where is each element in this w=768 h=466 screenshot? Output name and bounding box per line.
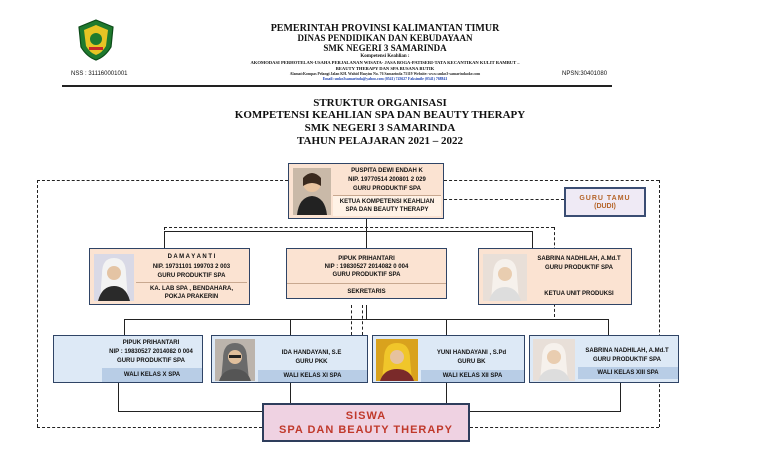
chart-title-2: KOMPETENSI KEAHLIAN SPA DAN BEAUTY THERA… [180,109,580,121]
row2-right-role: GURU PRODUKTIF SPA [529,264,629,272]
letterhead-line3: SMK NEGERI 3 SAMARINDA [170,44,600,53]
stu-left-up [118,383,119,411]
outer-dash-top-right [444,180,659,181]
row3-trunk [366,305,367,319]
head-name: PUSPITA DEWI ENDAH K [333,167,441,175]
head-trunk [366,219,367,231]
head-position-1: KETUA KOMPETENSI KEAHLIAN [333,198,441,206]
row3-box-2: IDA HANDAYANI, S.E GURU PKK WALI KELAS X… [211,335,368,383]
row3-drop-2 [290,319,291,335]
row2-left-photo [94,254,134,301]
row2-drop-left [164,231,165,248]
students-box: SISWA SPA DAN BEAUTY THERAPY [262,403,470,442]
row2-center-position-band: SEKRETARIS [287,283,446,299]
chart-title-3: SMK NEGERI 3 SAMARINDA [180,122,580,134]
outer-dash-left [37,180,38,427]
row2-left-name: D A M A Y A N T I [136,253,247,261]
row2-center-role: GURU PRODUKTIF SPA [287,271,446,279]
row2-right-photo [483,254,527,301]
row2-center-nip: NIP : 19830527 2014082 0 004 [287,263,446,271]
row3-1-nip: NIP : 19830527 2014082 0 004 [102,348,200,356]
students-line-1: SISWA [264,410,468,423]
stu-right-up [620,383,621,411]
row3-2-position: WALI KELAS XI SPA [258,370,367,382]
inner-dash-top [164,227,554,228]
row2-left-role: GURU PRODUKTIF SPA [136,272,247,280]
row2-center-box: PIPUK PRIHANTARI NIP : 19830527 2014082 … [286,248,447,299]
row3-bus [124,319,608,320]
row3-drop-1 [124,319,125,335]
guest-line-1: GURU TAMU [566,195,644,203]
students-line-2: SPA DAN BEAUTY THERAPY [264,423,468,437]
row3-1-name: PIPUK PRIHANTARI [102,339,200,347]
row3-4-photo [533,339,575,381]
row2-left-position-1: KA. LAB SPA , BENDAHARA, [136,285,247,293]
row2-center-position: SEKRETARIS [287,288,446,296]
stu-mid-l [290,383,291,403]
head-position-band: KETUA KOMPETENSI KEAHLIAN SPA DAN BEAUTY… [333,195,441,216]
guest-connector [444,199,564,200]
row3-2-name: IDA HANDAYANI, S.E [258,349,365,357]
row2-right-position: KETUA UNIT PRODUKSI [529,290,629,298]
head-nip: NIP. 19770514 200801 2 029 [333,176,441,184]
chart-title-1: STRUKTUR ORGANISASI [180,97,580,109]
row2-center-name: PIPUK PRIHANTARI [287,255,446,263]
stu-mid-r [446,383,447,403]
row2-right-box: SABRINA NADHILAH, A.Md.T GURU PRODUKTIF … [478,248,632,305]
row2-left-position-2: POKJA PRAKERIN [136,293,247,301]
row2-drop-center [366,231,367,248]
guest-line-2: (DUDI) [566,203,644,211]
province-logo [75,19,117,61]
row3-4-role: GURU PRODUKTIF SPA [578,356,676,364]
outer-dash-top [37,180,288,181]
outer-dash-bottom [37,427,262,428]
guest-teacher-box: GURU TAMU (DUDI) [564,187,646,217]
row3-drop-4 [608,319,609,335]
row3-3-role: GURU BK [421,358,522,366]
row2-left-nip: NIP. 19731101 199703 2 003 [136,263,247,271]
head-box: PUSPITA DEWI ENDAH K NIP. 19770514 20080… [288,163,444,219]
chart-title-4: TAHUN PELAJARAN 2021 – 2022 [180,135,580,147]
row3-3-position: WALI KELAS XII SPA [421,370,524,382]
stu-left-h [118,411,262,412]
row3-box-1: PIPUK PRIHANTARI NIP : 19830527 2014082 … [53,335,203,383]
head-role: GURU PRODUKTIF SPA [333,185,441,193]
letterhead-rule [62,85,612,87]
letterhead-line8: Email: smkn3samarinda@yahoo.com (0541) 7… [170,77,600,82]
row3-3-photo [376,339,418,381]
outer-dash-right [659,180,660,427]
row3-box-3: YUNI HANDAYANI , S.Pd GURU BK WALI KELAS… [372,335,525,383]
row2-drop-right [532,231,533,248]
row3-3-name: YUNI HANDAYANI , S.Pd [421,349,522,357]
npsn-number: NPSN:30401080 [562,71,607,77]
row2-bus [164,231,532,232]
head-photo [293,168,331,215]
row3-1-position: WALI KELAS X SPA [102,368,202,382]
row3-2-role: GURU PKK [258,358,365,366]
row3-1-role: GURU PRODUKTIF SPA [102,357,200,365]
nss-number: NSS : 311160001001 [71,71,128,77]
outer-dash-bottom-right [470,427,659,428]
stu-right-h [470,411,621,412]
inner-dash-left [164,227,165,230]
row3-4-name: SABRINA NADHILAH, A.Md.T [578,347,676,355]
row3-drop-3 [446,319,447,335]
row3-box-4: SABRINA NADHILAH, A.Md.T GURU PRODUKTIF … [529,335,679,383]
head-position-2: SPA DAN BEAUTY THERAPY [333,206,441,214]
letterhead-line2: DINAS PENDIDIKAN DAN KEBUDAYAAN [170,34,600,43]
row3-2-photo [215,339,255,381]
row2-right-name: SABRINA NADHILAH, A.Md.T [529,255,629,263]
row2-left-box: D A M A Y A N T I NIP. 19731101 199703 2… [89,248,250,305]
row3-4-position: WALI KELAS XIII SPA [578,367,678,379]
row2-left-position-band: KA. LAB SPA , BENDAHARA, POKJA PRAKERIN [136,282,247,303]
